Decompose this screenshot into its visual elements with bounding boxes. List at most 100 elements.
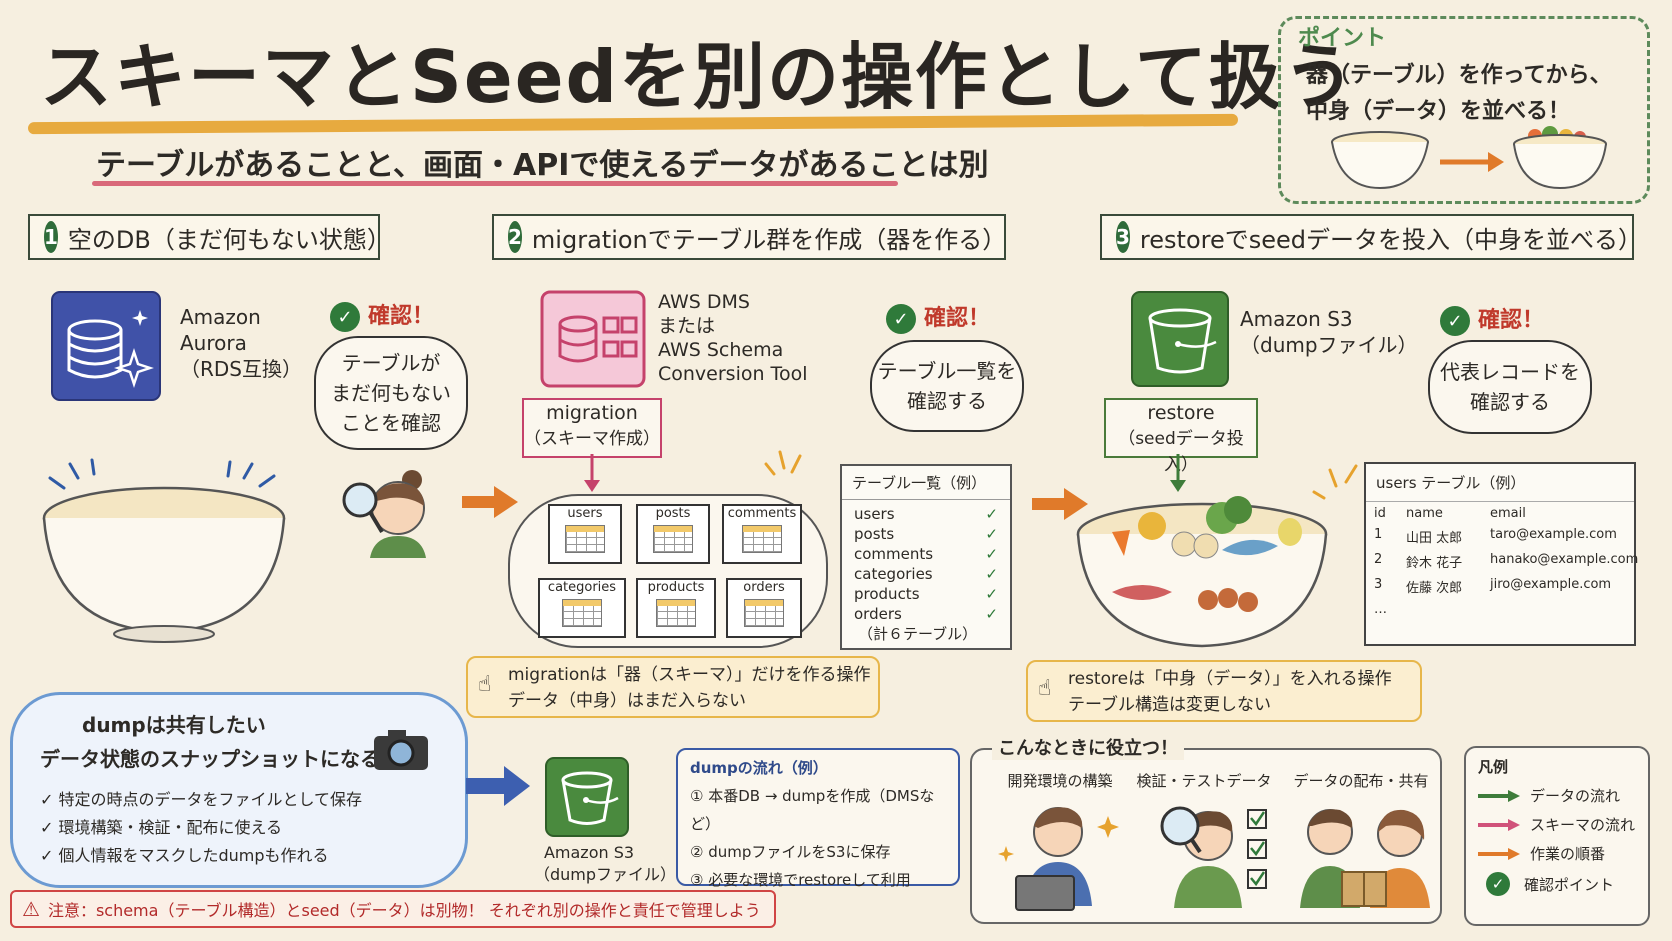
dms-line-4: Conversion Tool [658, 363, 808, 385]
note-restore-line-1: restoreは「中身（データ）」を入れる操作 [1068, 669, 1392, 689]
food-bowl-icon [1076, 496, 1328, 648]
dump-flow-step: ③ 必要な環境でrestoreして利用 [690, 871, 911, 889]
s3-bottom-label: Amazon S3 （dumpファイル） [534, 842, 676, 886]
list-item: ✓ 環境構築・検証・配布に使える [40, 818, 283, 837]
aurora-line-2: Aurora [180, 331, 247, 355]
sharing-people-icon [1300, 809, 1430, 908]
restore-tag: restore （seedデータ投入） [1104, 398, 1258, 475]
legend-item-order: 作業の順番 [1466, 839, 1648, 868]
list-item: comments✓ [854, 545, 998, 563]
legend-title: 凡例 [1478, 758, 1509, 776]
legend-label: 確認ポイント [1524, 875, 1615, 894]
arrow-right-icon [1440, 152, 1504, 172]
table-cell: jiro@example.com [1490, 577, 1612, 592]
tester-magnifier-icon [1160, 806, 1267, 908]
table-cell: 1 [1374, 527, 1383, 542]
bubble2-line-1: テーブル一覧を [877, 359, 1017, 383]
note-migration-line-2: データ（中身）はまだ入らない [508, 691, 746, 711]
dms-line-3: AWS Schema [658, 339, 784, 361]
bubble-records: 代表レコードを 確認する [1428, 340, 1592, 434]
schema-arrow-icon [584, 454, 600, 492]
empty-bowl-icon [42, 458, 286, 643]
table-icon-posts: posts [636, 504, 710, 564]
check-icon: ✓ [985, 585, 998, 603]
camera-icon [374, 730, 428, 770]
arrow-right-icon [466, 766, 530, 806]
restore-tag-line-1: restore [1147, 402, 1215, 424]
table-cell: hanako@example.com [1490, 552, 1639, 567]
restore-tag-line-2: （seedデータ投入） [1118, 429, 1244, 475]
list-item: posts✓ [854, 525, 998, 543]
dms-schema-icon [540, 290, 646, 388]
table-products-label: products [647, 580, 705, 595]
use-cases-title: こんなときに役立つ！ [992, 734, 1184, 760]
legend-item-schema: スキーマの流れ [1466, 810, 1648, 839]
s3-top-label: Amazon S3 （dumpファイル） [1240, 306, 1418, 358]
migration-tag: migration （スキーマ作成） [522, 398, 662, 458]
list-item: ✓ 個人情報をマスクしたdumpも作れる [40, 846, 329, 865]
bubble2-line-2: 確認する [907, 389, 987, 413]
note-migration: ☝ migrationは「器（スキーマ）」だけを作る操作 データ（中身）はまだ入… [466, 656, 880, 718]
list-item: users✓ [854, 505, 998, 523]
migration-tag-line-1: migration [546, 402, 638, 424]
confirm-3: ✓ 確認！ [1440, 302, 1544, 336]
step-1-label: 空のDB（まだ何もない状態） [67, 225, 391, 254]
sparkle-lines-icon [1312, 464, 1358, 500]
confirm-3-label: 確認！ [1478, 308, 1545, 333]
aurora-database-icon [51, 291, 161, 401]
list-item: ✓ 特定の時点のデータをファイルとして保存 [40, 790, 363, 809]
person-magnifier-icon [342, 470, 426, 558]
dump-flow-box: dumpの流れ（例） ① 本番DB → dumpを作成（DMSなど） ② dum… [676, 748, 960, 889]
note-migration-line-1: migrationは「器（スキーマ）」だけを作る操作 [508, 665, 871, 685]
table-users-label: users [567, 506, 603, 521]
bubble1-line-2: まだ何もない [331, 381, 451, 405]
bubble3-line-2: 確認する [1470, 390, 1550, 414]
warning-banner: ⚠ 注意：schema（テーブル構造）とseed（データ）は別物！ それぞれ別の… [10, 890, 776, 928]
table-list-title: テーブル一覧（例） [842, 466, 1010, 500]
warning-icon: ⚠ [22, 897, 40, 921]
sparkle-lines-icon [764, 450, 802, 476]
use-case-label: 開発環境の構築 [1007, 772, 1113, 790]
table-cell: 2 [1374, 552, 1383, 567]
table-orders-label: orders [743, 580, 785, 595]
note-restore-line-2: テーブル構造は変更しない [1068, 695, 1271, 715]
check-icon: ✓ [40, 846, 59, 865]
s3-bottom-line-1: Amazon S3 [543, 843, 635, 862]
check-icon: ✓ [1440, 306, 1470, 336]
warning-text: 注意：schema（テーブル構造）とseed（データ）は別物！ それぞれ別の操作… [47, 901, 761, 920]
aurora-line-3: （RDS互換） [180, 357, 302, 381]
check-icon: ✓ [40, 818, 59, 837]
dump-cloud-line-2: データ状態のスナップショットになる！ [40, 747, 400, 771]
dms-line-2: または [658, 315, 716, 337]
dms-label: AWS DMS または AWS Schema Conversion Tool [658, 290, 807, 386]
step-3-number: 3 [1116, 221, 1130, 253]
dms-line-1: AWS DMS [658, 291, 750, 313]
users-table-header: name [1406, 506, 1443, 521]
table-icon-categories: categories [538, 578, 626, 638]
dump-flow-title: dumpの流れ（例） [690, 759, 828, 777]
point-line-1: 器（テーブル）を作ってから、 [1306, 63, 1612, 88]
table-posts-label: posts [655, 506, 691, 521]
developer-laptop-icon [998, 807, 1119, 911]
subtitle-underline [92, 181, 898, 186]
check-icon: ✓ [985, 505, 998, 523]
check-icon: ✓ [1486, 872, 1510, 896]
s3-bucket-icon [1131, 291, 1229, 387]
confirm-1-label: 確認！ [368, 304, 435, 329]
legend-box: 凡例 データの流れ スキーマの流れ 作業の順番 ✓ 確認ポイント [1464, 746, 1650, 926]
bubble1-line-1: テーブルが [341, 351, 441, 375]
page-title: スキーマとSeedを別の操作として扱う [40, 35, 1357, 119]
confirm-1: ✓確認！ [330, 298, 434, 332]
bubble-empty-check: テーブルが まだ何もない ことを確認 [314, 336, 468, 450]
arrow-right-icon [1032, 488, 1088, 520]
aurora-label: Amazon Aurora （RDS互換） [180, 304, 302, 382]
check-icon: ✓ [985, 545, 998, 563]
use-case-label: データの配布・共有 [1293, 772, 1429, 790]
note-restore: ☝ restoreは「中身（データ）」を入れる操作 テーブル構造は変更しない [1026, 660, 1422, 722]
subtitle: テーブルがあることと、画面・APIで使えるデータがあることは別 [96, 148, 989, 183]
table-cell: 山田 太郎 [1406, 531, 1463, 546]
migration-tag-line-2: （スキーマ作成） [524, 429, 660, 449]
step-2-label: migrationでテーブル群を作成（器を作る） [531, 225, 1007, 254]
table-cell: 佐藤 次郎 [1406, 581, 1463, 596]
point-label: ポイント [1298, 26, 1387, 51]
